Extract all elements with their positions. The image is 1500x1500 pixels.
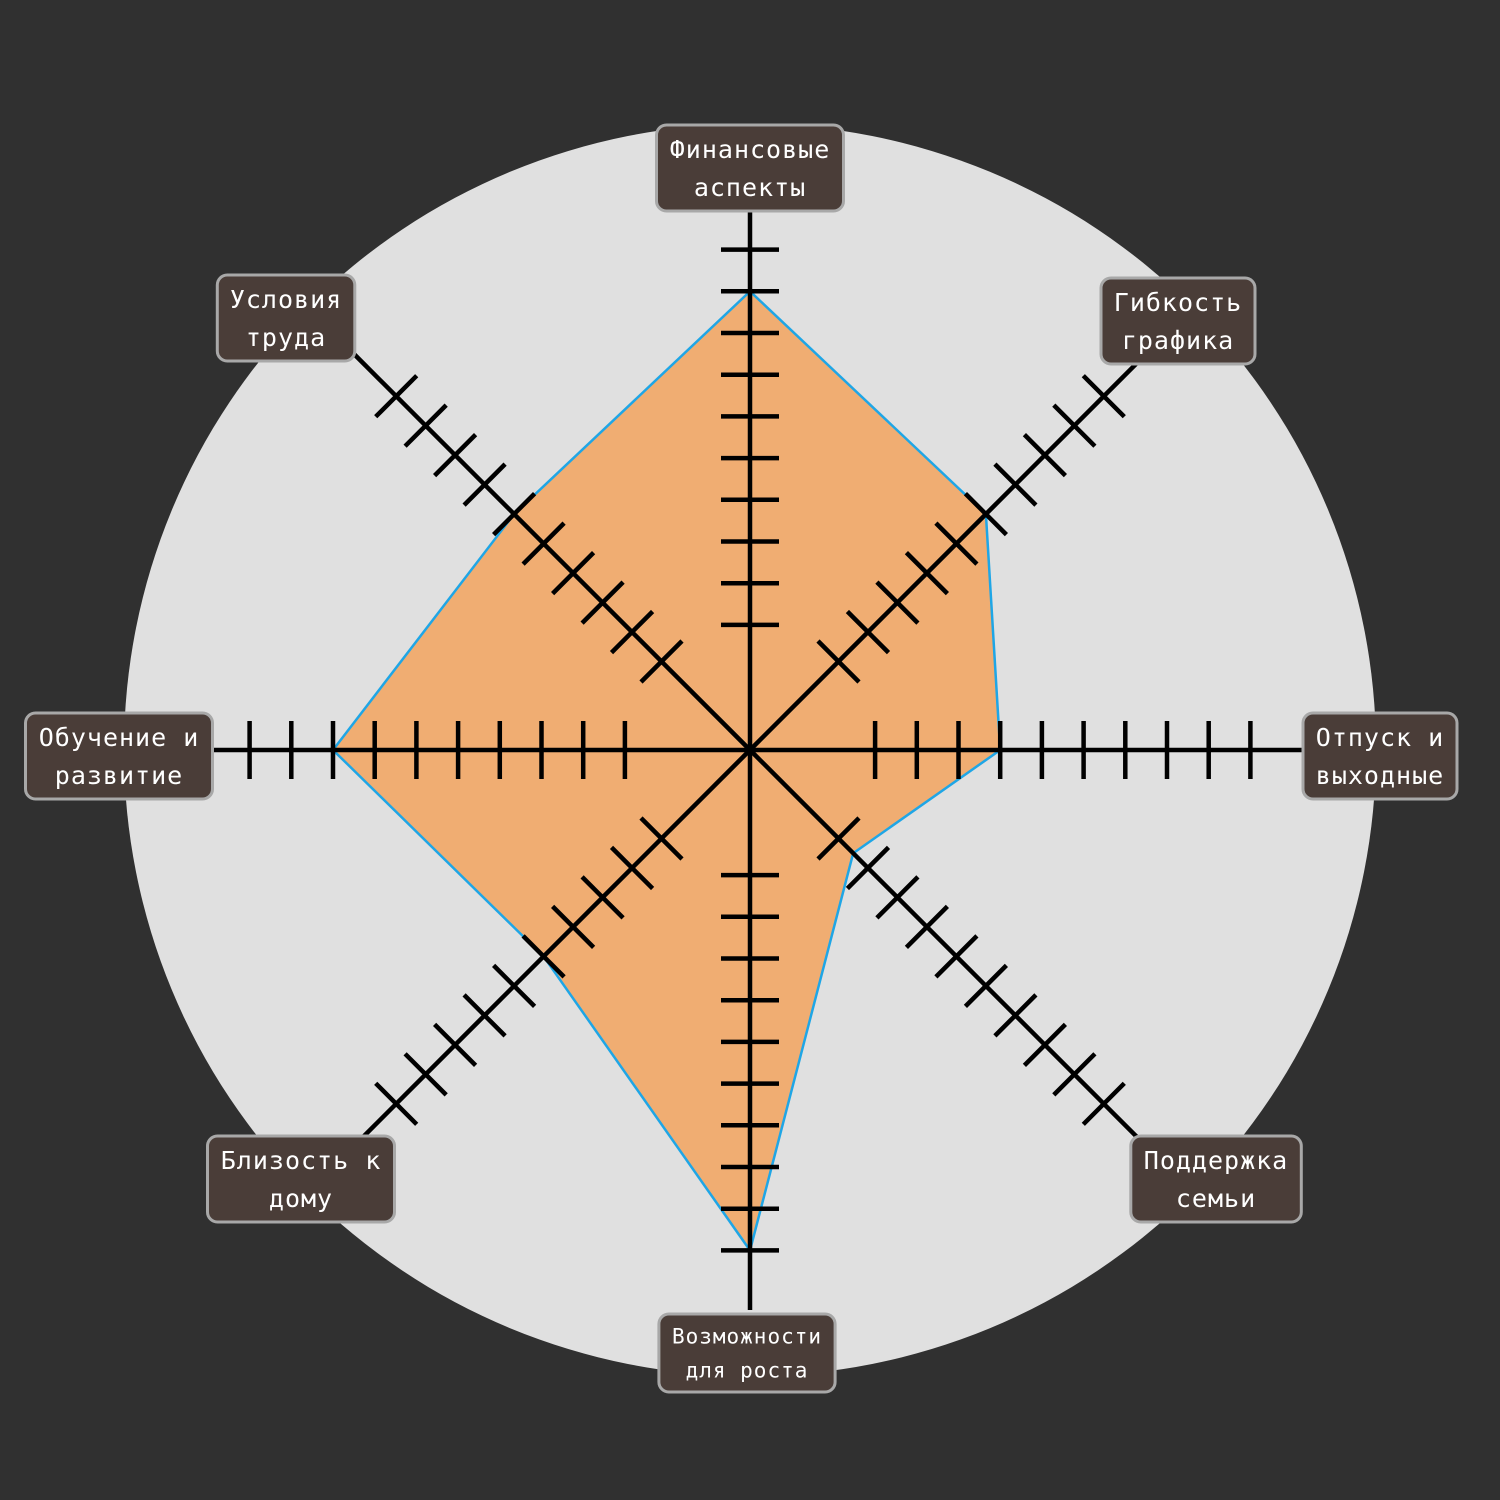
axis-tick (521, 521, 566, 566)
axis-2 (748, 352, 1148, 752)
axis-label-1: Финансовые аспекты (655, 123, 845, 213)
axis-label-line: Обучение и (39, 723, 200, 752)
axis-tick (433, 433, 478, 478)
axis-label-line: Возможности (672, 1325, 822, 1349)
axis-tick (433, 1022, 478, 1067)
axis-tick (845, 609, 891, 655)
axis-tick (1081, 1081, 1126, 1126)
axis-tick (639, 639, 684, 684)
axis-label-box (655, 123, 845, 213)
axis-tick (403, 1052, 448, 1097)
axes-layer (190, 190, 1310, 1310)
axis-label-box (206, 1134, 396, 1224)
axis-tick (963, 963, 1008, 1008)
axis-tick (492, 492, 537, 537)
axis-label-box (1301, 711, 1459, 801)
axis-label-box (657, 1312, 837, 1394)
axis-label-8: Условия труда (215, 273, 357, 363)
axis-tick (993, 993, 1038, 1038)
axis-label-7: Обучение и развитие (24, 711, 214, 801)
axis-tick (580, 875, 625, 920)
axis-8 (352, 352, 752, 752)
axis-7 (190, 721, 750, 779)
axis-tick (1081, 374, 1126, 419)
axis-tick (904, 551, 949, 596)
axis-label-line: Условия (230, 285, 342, 314)
axis-tick (934, 934, 979, 979)
axis-tick (462, 993, 507, 1038)
axis-tick (845, 845, 891, 891)
axis-tick (551, 551, 596, 596)
axis-tick (993, 462, 1038, 507)
axis-label-line: для роста (686, 1359, 809, 1383)
axis-tick (934, 521, 979, 566)
axis-tick (875, 875, 920, 920)
axis-tick (1022, 433, 1067, 478)
axis-label-line: труда (246, 323, 326, 352)
axis-label-line: развитие (55, 761, 183, 790)
axis-6 (352, 748, 752, 1148)
axis-tick (580, 580, 625, 625)
axis-tick (521, 934, 566, 979)
axis-tick (1022, 1022, 1067, 1067)
axis-label-4: Поддержка семьи (1129, 1134, 1303, 1224)
axis-4 (748, 748, 1148, 1148)
axis-tick (816, 639, 861, 684)
axis-tick (1052, 1052, 1097, 1097)
axis-label-box (1099, 276, 1257, 366)
axis-label-box (215, 273, 357, 363)
axis-tick (462, 462, 507, 507)
axis-label-line: Финансовые (670, 135, 831, 164)
axis-label-line: семьи (1176, 1184, 1256, 1213)
axis-tick (492, 963, 537, 1008)
axis-tick (403, 403, 448, 448)
axis-tick (374, 1081, 419, 1126)
axis-line (748, 748, 1148, 1148)
axis-label-line: Гибкость (1114, 288, 1242, 317)
axis-label-line: графика (1122, 326, 1234, 355)
axis-line (748, 352, 1148, 752)
axis-tick (639, 816, 684, 861)
axis-label-6: Близость к дому (206, 1134, 396, 1224)
axis-label-3: Отпуск и выходные (1301, 711, 1459, 801)
axis-label-line: выходные (1316, 761, 1444, 790)
axis-label-line: Близость к (221, 1146, 382, 1175)
axis-label-2: Гибкость графика (1099, 276, 1257, 366)
axis-label-5: Возможности для роста (657, 1312, 837, 1394)
axis-label-box (24, 711, 214, 801)
axis-tick (374, 374, 419, 419)
axis-label-line: Отпуск и (1316, 723, 1444, 752)
axis-label-line: аспекты (694, 173, 806, 202)
axis-tick (1052, 403, 1097, 448)
axis-3 (750, 721, 1310, 779)
axis-tick (551, 904, 596, 949)
axis-tick (904, 904, 949, 949)
axis-tick (609, 845, 655, 891)
axis-line (352, 352, 752, 752)
axis-line (352, 748, 752, 1148)
axis-5 (721, 750, 779, 1310)
axis-tick (816, 816, 861, 861)
axis-tick (875, 580, 920, 625)
axis-label-line: Поддержка (1144, 1146, 1288, 1175)
axis-tick (609, 609, 655, 655)
axis-1 (721, 190, 779, 750)
axis-tick (963, 492, 1008, 537)
axis-label-box (1129, 1134, 1303, 1224)
axis-label-line: дому (269, 1184, 333, 1213)
